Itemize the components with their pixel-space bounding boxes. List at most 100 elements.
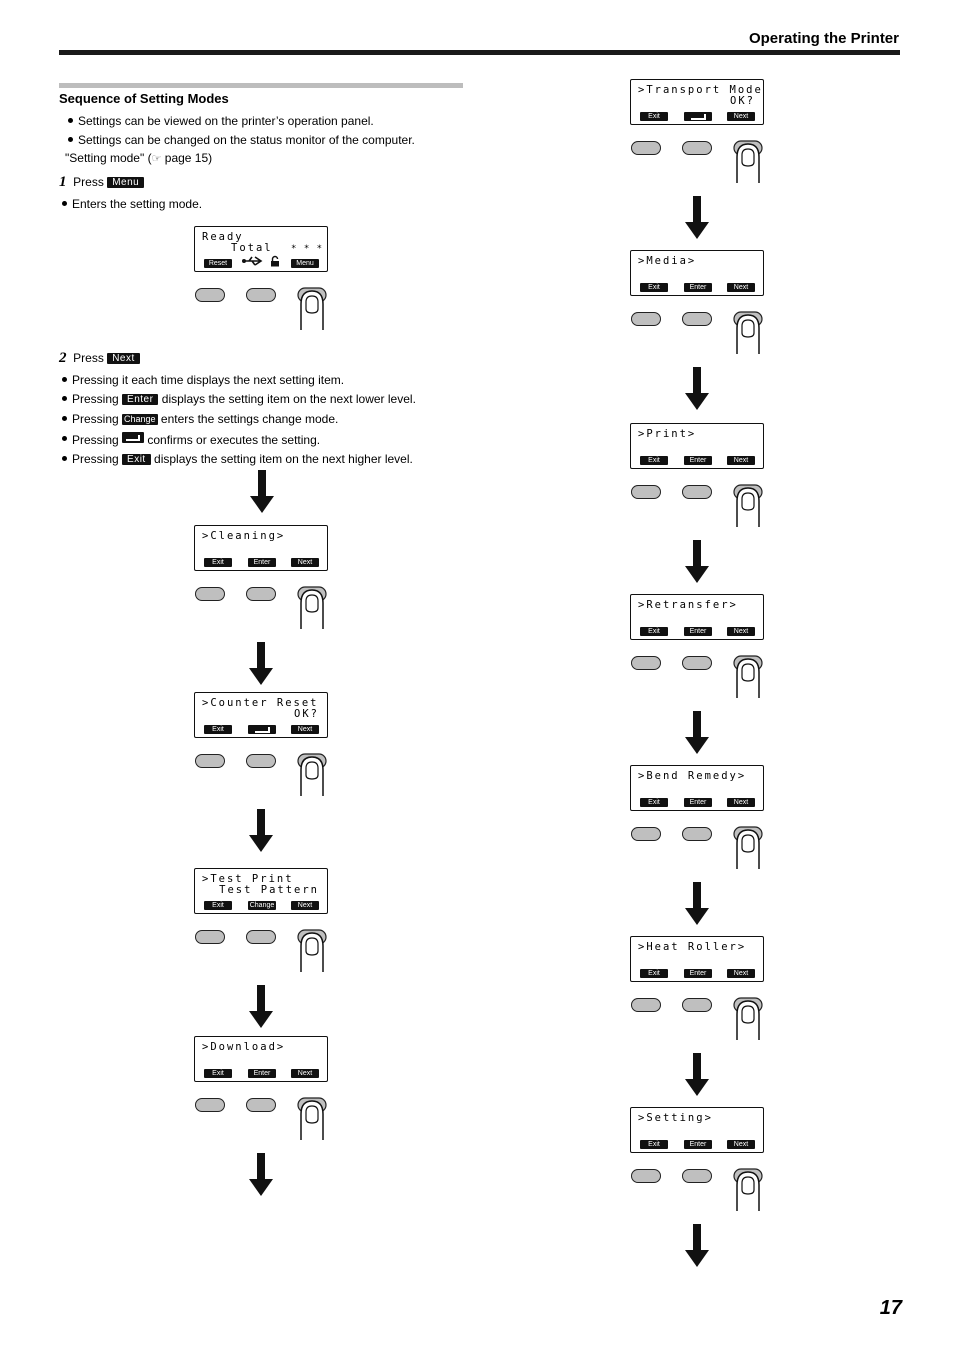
lcd-line-1: >Counter Reset xyxy=(202,697,319,709)
pressing-finger-icon xyxy=(297,586,327,629)
lcd-softkey: Next xyxy=(727,112,755,121)
lcd-softkey: Enter xyxy=(684,798,712,807)
lcd-softkey: Enter xyxy=(248,558,276,567)
step-2-bullet-2: Pressing Enter displays the setting item… xyxy=(62,392,416,406)
panel-button-middle xyxy=(682,485,712,499)
down-arrow-icon xyxy=(685,882,709,926)
lcd-softkey: Exit xyxy=(640,627,668,636)
step-1-bullet: Enters the setting mode. xyxy=(61,197,203,211)
header-title: Operating the Printer xyxy=(748,30,899,47)
lcd-softkey: Exit xyxy=(640,283,668,292)
step-2-bullet-3: Pressing Change enters the settings chan… xyxy=(61,412,339,426)
lcd-softkey: Enter xyxy=(684,283,712,292)
lcd-softkey: Exit xyxy=(204,725,232,734)
step-number: 1 xyxy=(59,174,67,190)
panel-button-left xyxy=(195,1098,225,1112)
exit-key: Exit xyxy=(122,454,151,465)
panel-button-middle xyxy=(246,288,276,302)
change-key: Change xyxy=(122,414,158,425)
lcd-softkey: Exit xyxy=(204,901,232,910)
lock-icon xyxy=(271,255,279,267)
lcd-line-1: >Print> xyxy=(638,428,697,440)
panel-button-left xyxy=(631,485,661,499)
pressing-finger-icon xyxy=(297,1097,327,1140)
lcd-softkey: Exit xyxy=(204,558,232,567)
panel-button-left xyxy=(631,141,661,155)
pressing-finger-icon xyxy=(733,140,763,183)
panel-button-middle xyxy=(682,312,712,326)
menu-key: Menu xyxy=(107,177,145,188)
panel-button-left xyxy=(631,1169,661,1183)
pressing-finger-icon xyxy=(297,287,327,330)
down-arrow-icon xyxy=(685,196,709,240)
lcd-line-2: OK? xyxy=(294,708,319,720)
lcd-softkey: Next xyxy=(727,283,755,292)
lcd-softkey: Enter xyxy=(684,1140,712,1149)
intro-bullet-1: Settings can be viewed on the printer’s … xyxy=(68,114,374,128)
lcd-softkey: Exit xyxy=(640,456,668,465)
panel-button-left xyxy=(195,754,225,768)
panel-button-middle xyxy=(682,827,712,841)
panel-button-left xyxy=(195,587,225,601)
step-2-bullet-1: Pressing it each time displays the next … xyxy=(61,373,345,387)
pressing-finger-icon xyxy=(733,484,763,527)
lcd-line-2: Test Pattern xyxy=(219,884,319,896)
lcd-softkey: Enter xyxy=(684,627,712,636)
lcd-softkey: Next xyxy=(727,627,755,636)
panel-button-left xyxy=(631,656,661,670)
panel-button-left xyxy=(195,288,225,302)
pressing-finger-icon xyxy=(733,311,763,354)
lcd-softkey: Exit xyxy=(640,112,668,121)
lcd-softkey: Exit xyxy=(640,798,668,807)
step-2: 2 Press Next xyxy=(59,350,140,366)
section-bar xyxy=(59,83,463,88)
panel-button-left xyxy=(631,312,661,326)
reference-icon: ☞ xyxy=(151,153,162,165)
down-arrow-icon xyxy=(685,1053,709,1097)
step-number: 2 xyxy=(59,350,67,366)
enter-key: Enter xyxy=(122,394,159,405)
step-1: 1 Press Menu xyxy=(59,174,145,190)
lcd-line-1: >Bend Remedy> xyxy=(638,770,747,782)
panel-button-left xyxy=(195,930,225,944)
panel-button-left xyxy=(631,998,661,1012)
panel-button-middle xyxy=(246,1098,276,1112)
down-arrow-icon xyxy=(250,470,274,514)
lcd-panel: >Bend Remedy> Exit Enter Next xyxy=(630,765,764,811)
lcd-panel: >Retransfer> Exit Enter Next xyxy=(630,594,764,640)
lcd-line-1: >Heat Roller> xyxy=(638,941,747,953)
lcd-line-1: >Cleaning> xyxy=(202,530,286,542)
usb-icon xyxy=(242,256,263,266)
lcd-softkey: Next xyxy=(727,798,755,807)
pressing-finger-icon xyxy=(733,1168,763,1211)
down-arrow-icon xyxy=(249,985,273,1029)
pressing-finger-icon xyxy=(733,997,763,1040)
down-arrow-icon xyxy=(685,1224,709,1268)
lcd-line-1: >Test Print xyxy=(202,873,294,885)
panel-button-middle xyxy=(682,1169,712,1183)
lcd-panel: >Media> Exit Enter Next xyxy=(630,250,764,296)
lcd-softkey: Exit xyxy=(204,1069,232,1078)
return-key-icon xyxy=(684,112,712,121)
page-number: 17 xyxy=(879,1297,902,1319)
down-arrow-icon xyxy=(685,711,709,755)
lcd-softkey: Next xyxy=(291,558,319,567)
lcd-line-1: >Retransfer> xyxy=(638,599,738,611)
pressing-finger-icon xyxy=(733,655,763,698)
next-key: Next xyxy=(107,353,140,364)
lcd-line-2: OK? xyxy=(730,95,755,107)
down-arrow-icon xyxy=(685,367,709,411)
return-key-icon xyxy=(248,725,276,734)
down-arrow-icon xyxy=(249,1153,273,1197)
pressing-finger-icon xyxy=(733,826,763,869)
lcd-softkey: Exit xyxy=(640,1140,668,1149)
return-key-icon xyxy=(122,432,145,443)
lcd-line-1: >Media> xyxy=(638,255,697,267)
pressing-finger-icon xyxy=(297,753,327,796)
